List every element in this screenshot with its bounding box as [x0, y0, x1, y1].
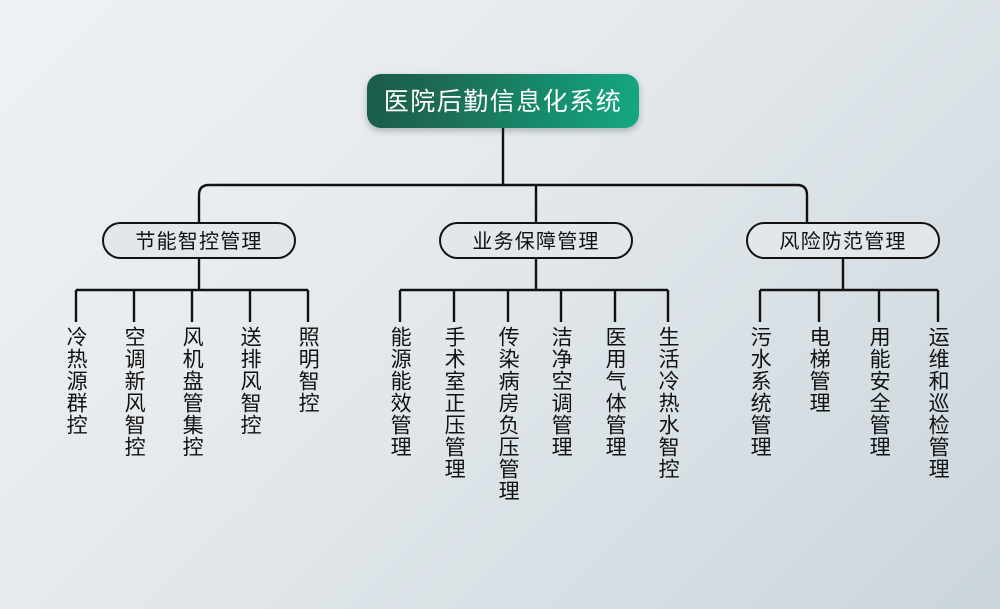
leaf-node[interactable]: 空调新风智控 [122, 326, 146, 458]
leaf-node[interactable]: 手术室正压管理 [442, 326, 466, 480]
connector-main-bus [197, 183, 809, 222]
leaf-node-label: 送排风智控 [238, 326, 263, 436]
leaf-node-label: 洁净空调管理 [549, 326, 574, 458]
leaf-node-label: 风机盘管集控 [180, 326, 205, 458]
root-node[interactable]: 医院后勤信息化系统 [367, 74, 639, 128]
leaf-node[interactable]: 洁净空调管理 [549, 326, 573, 458]
leaf-node[interactable]: 运维和巡检管理 [926, 326, 950, 480]
leaf-node-label: 能源能效管理 [388, 326, 413, 458]
leaf-node[interactable]: 医用气体管理 [603, 326, 627, 458]
leaf-node-label: 医用气体管理 [603, 326, 628, 458]
leaf-node-label: 传染病房负压管理 [496, 326, 521, 502]
leaf-node[interactable]: 送排风智控 [238, 326, 262, 436]
leaf-node-label: 生活冷热水智控 [656, 326, 681, 480]
root-node-label: 医院后勤信息化系统 [383, 86, 623, 116]
leaf-node[interactable]: 冷热源群控 [64, 326, 88, 436]
branch-node-energy-control[interactable]: 节能智控管理 [102, 222, 296, 259]
branch-node-label: 业务保障管理 [472, 228, 600, 253]
leaf-node-label: 污水系统管理 [748, 326, 773, 458]
leaf-node-label: 电梯管理 [807, 326, 832, 414]
leaf-node[interactable]: 能源能效管理 [388, 326, 412, 458]
leaf-node[interactable]: 用能安全管理 [867, 326, 891, 458]
branch-node-business-support[interactable]: 业务保障管理 [439, 222, 633, 259]
leaf-node[interactable]: 生活冷热水智控 [656, 326, 680, 480]
leaf-node[interactable]: 传染病房负压管理 [496, 326, 520, 502]
leaf-node-label: 手术室正压管理 [442, 326, 467, 480]
leaf-node-label: 空调新风智控 [122, 326, 147, 458]
branch-node-risk-prevention[interactable]: 风险防范管理 [746, 222, 940, 259]
leaf-node-label: 运维和巡检管理 [926, 326, 951, 480]
leaf-node-label: 用能安全管理 [867, 326, 892, 458]
leaf-node-label: 冷热源群控 [64, 326, 89, 436]
leaf-node-label: 照明智控 [296, 326, 321, 414]
leaf-node[interactable]: 污水系统管理 [748, 326, 772, 458]
branch-node-label: 节能智控管理 [135, 228, 263, 253]
leaf-node[interactable]: 照明智控 [296, 326, 320, 414]
leaf-node[interactable]: 风机盘管集控 [180, 326, 204, 458]
branch-node-label: 风险防范管理 [779, 228, 907, 253]
leaf-node[interactable]: 电梯管理 [807, 326, 831, 414]
